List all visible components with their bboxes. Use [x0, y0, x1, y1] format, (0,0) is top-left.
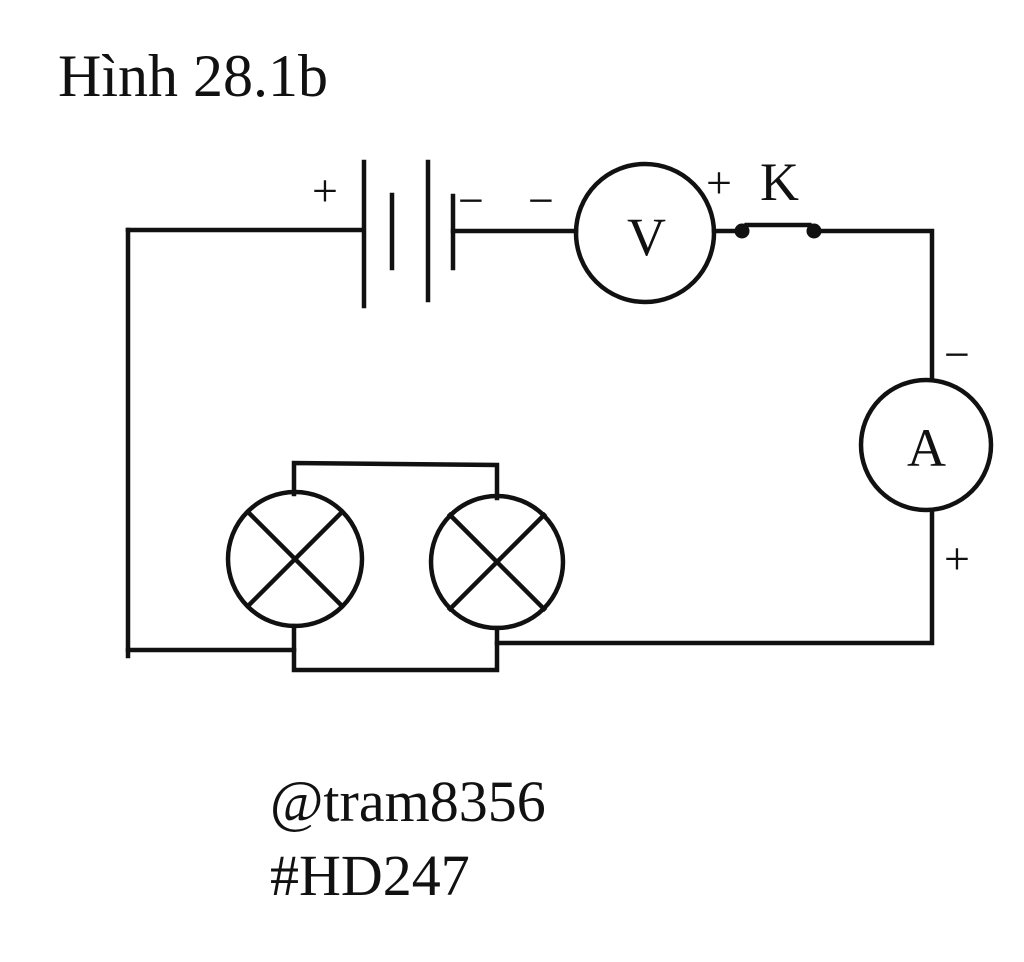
wire-right-bottom — [494, 507, 935, 646]
battery-icon — [361, 159, 456, 309]
ammeter-minus-sign: − — [944, 329, 970, 380]
watermark-tag: #HD247 — [270, 843, 470, 908]
ammeter-label: A — [907, 418, 946, 478]
lamp-group-frame — [291, 460, 500, 673]
figure-title: Hình 28.1b — [58, 43, 328, 109]
wire-top-right — [811, 228, 935, 382]
ammeter-icon — [858, 377, 994, 513]
battery-plus-sign: + — [312, 165, 338, 216]
switch-label: K — [760, 152, 799, 212]
ammeter-plus-sign: + — [944, 533, 970, 584]
switch-icon — [734, 222, 822, 239]
voltmeter-minus-sign: − — [528, 175, 554, 226]
voltmeter-label: V — [627, 207, 666, 267]
watermark-user: @tram8356 — [270, 769, 546, 834]
battery-minus-sign: − — [458, 175, 484, 226]
lamp-icon — [428, 493, 566, 631]
lamp-icon — [225, 489, 365, 629]
voltmeter-plus-sign: + — [706, 157, 732, 208]
